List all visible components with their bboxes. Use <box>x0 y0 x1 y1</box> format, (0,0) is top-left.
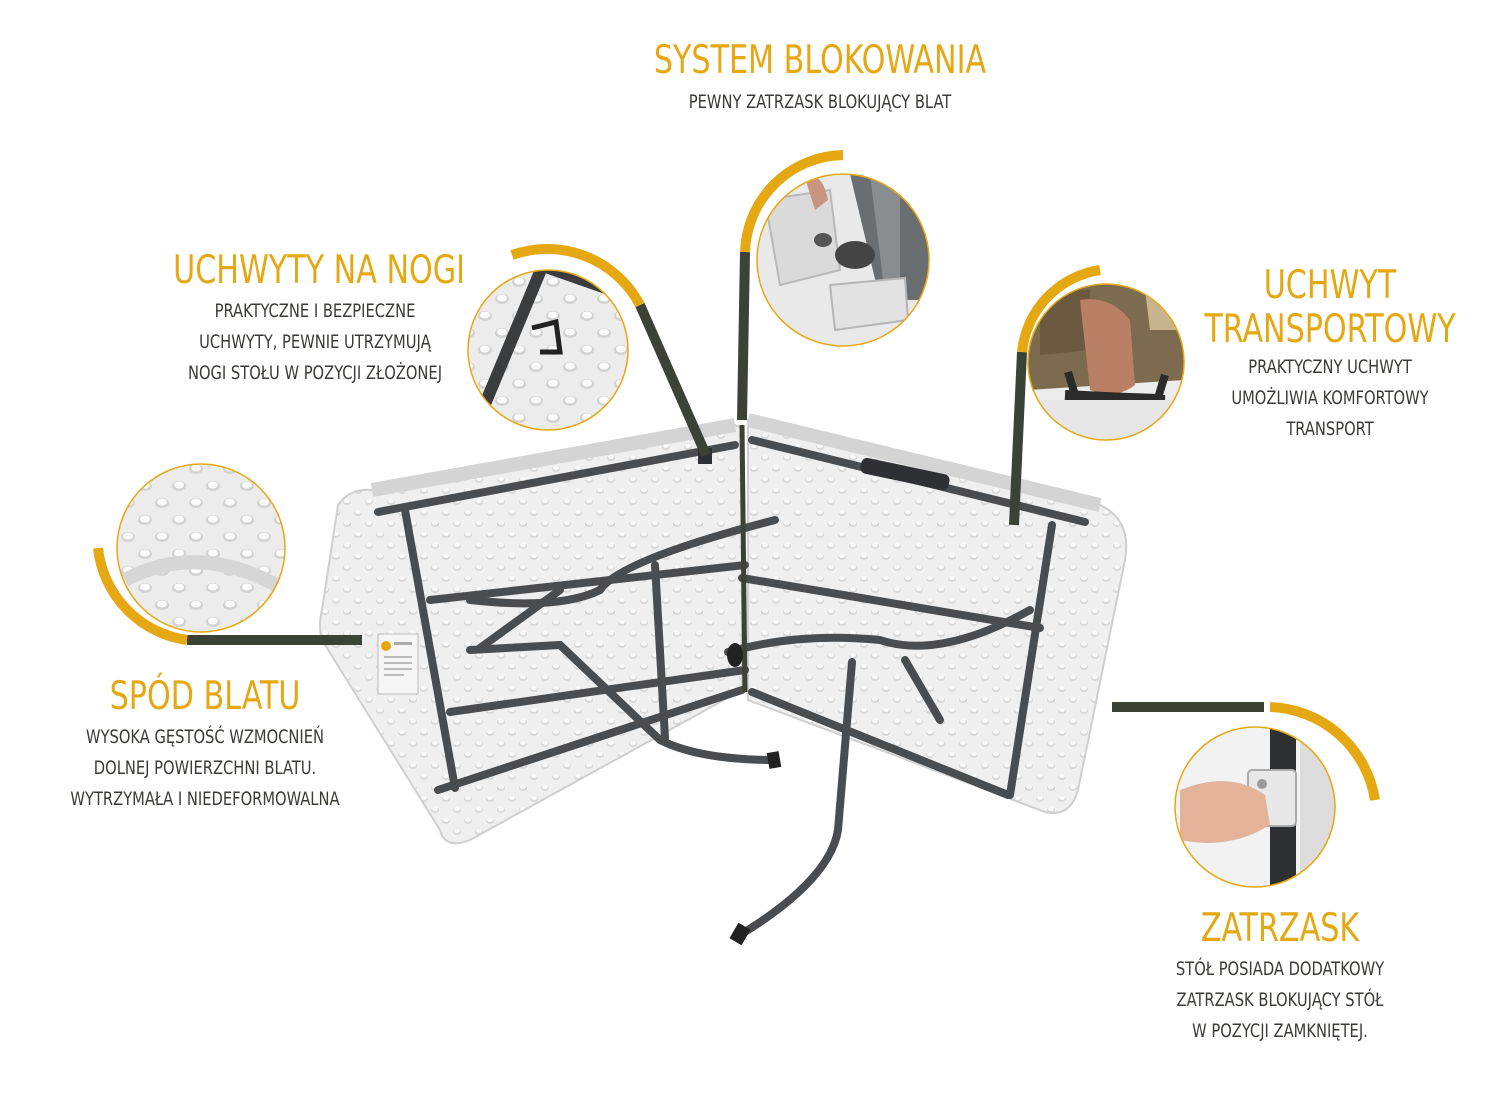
feature-locking: SYSTEM BLOKOWANIA PEWNY ZATRZASK BLOKUJĄ… <box>560 38 1080 118</box>
handle-title: UCHWYT TRANSPORTOWY <box>1204 263 1456 352</box>
feature-underside: SPÓD BLATU WYSOKA GĘSTOŚĆ WZMOCNIEŃ DOLN… <box>30 674 380 815</box>
underside-title: SPÓD BLATU <box>109 674 301 719</box>
folding-table-underside-image <box>319 413 1128 946</box>
underside-description: WYSOKA GĘSTOŚĆ WZMOCNIEŃ DOLNEJ POWIERZC… <box>70 726 340 810</box>
tabletop-texture-photo <box>93 463 286 645</box>
leg-clip-photo <box>467 243 645 431</box>
latch-title: ZATRZASK <box>1200 906 1360 951</box>
leg-holders-description: PRAKTYCZNE I BEZPIECZNE UCHWYTY, PEWNIE … <box>187 300 443 384</box>
latch-description: STÓŁ POSIADA DODATKOWY ZATRZASK BLOKUJĄC… <box>1175 958 1385 1042</box>
connector-handle <box>1009 351 1027 526</box>
feature-handle: UCHWYT TRANSPORTOWY PRAKTYCZNY UCHWYT UM… <box>1180 264 1480 445</box>
leg-holders-title: UCHWYTY NA NOGI <box>173 248 466 293</box>
carry-handle-photo <box>1017 265 1185 441</box>
connector-leg-holders <box>635 302 711 458</box>
locking-description: PEWNY ZATRZASK BLOKUJĄCY BLAT <box>688 91 952 113</box>
handle-description: PRAKTYCZNY UCHWYT UMOŻLIWIA KOMFORTOWY T… <box>1231 356 1429 440</box>
side-latch-photo <box>1174 702 1380 888</box>
hinge-lock-photo <box>740 150 930 347</box>
locking-title: SYSTEM BLOKOWANIA <box>653 38 987 83</box>
feature-latch: ZATRZASK STÓŁ POSIADA DODATKOWY ZATRZASK… <box>1120 906 1440 1047</box>
feature-leg-holders: UCHWYTY NA NOGI PRAKTYCZNE I BEZPIECZNE … <box>150 248 480 389</box>
connector-locking <box>737 251 750 421</box>
